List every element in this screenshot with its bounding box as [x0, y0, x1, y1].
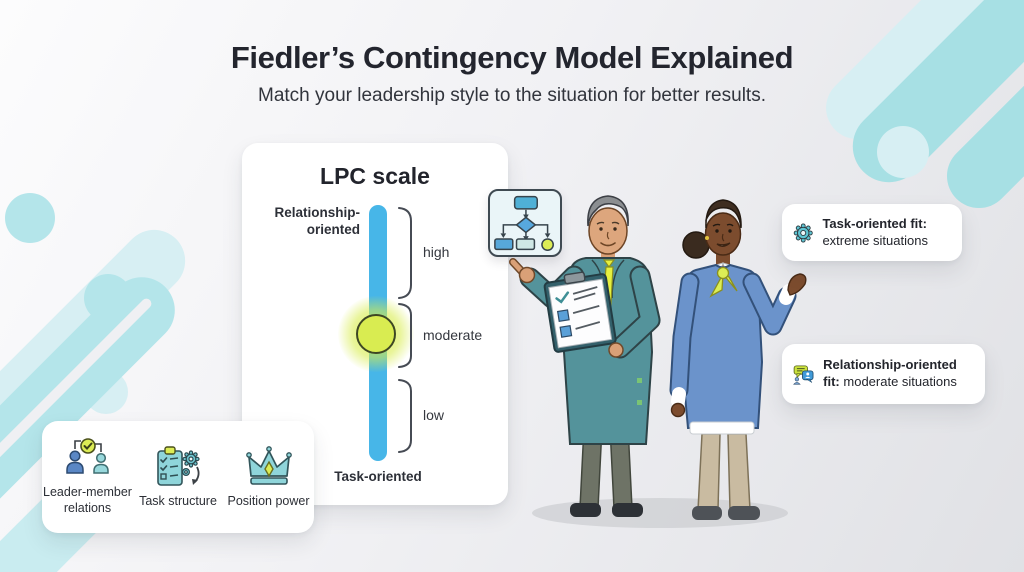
level-label-high: high	[423, 244, 450, 260]
page-title: Fiedler’s Contingency Model Explained	[230, 40, 794, 75]
task-oriented-label: Task-oriented	[334, 469, 422, 484]
flowchart-icon	[494, 195, 554, 252]
relationship-fit-text: Relationship-oriented fit: moderate situ…	[823, 357, 974, 391]
open-palm-hand	[787, 273, 807, 296]
position-power-icon	[245, 446, 292, 485]
leader-member-icon	[65, 438, 109, 475]
flowchart-card	[488, 189, 562, 257]
task-fit-detail: extreme situations	[822, 232, 928, 248]
factor-position-power: Position power	[224, 444, 314, 510]
situational-factors-card: Leader-member relations	[42, 421, 314, 533]
task-fit-bold: Task-oriented fit:	[822, 215, 927, 231]
factor-label: Task structure	[139, 494, 217, 509]
level-label-low: low	[423, 407, 445, 423]
relationship-oriented-label: Relationship-oriented	[274, 205, 360, 237]
relationship-fit-callout: Relationship-oriented fit: moderate situ…	[782, 344, 985, 404]
page-subtitle: Match your leadership style to the situa…	[258, 85, 766, 106]
pointing-hand	[509, 258, 536, 284]
task-fit-callout: Task-oriented fit: extreme situations	[782, 204, 962, 261]
factor-label: Leader-member relations	[43, 485, 132, 515]
level-brackets	[398, 207, 412, 453]
task-fit-text: Task-oriented fit: extreme situations	[822, 216, 951, 250]
woman-gesturing	[669, 199, 807, 520]
factor-label: Position power	[227, 494, 310, 509]
relationship-fit-bold: Relationship-oriented fit:	[823, 357, 957, 389]
man-with-clipboard	[509, 195, 661, 517]
level-label-moderate: moderate	[423, 327, 483, 343]
lpc-card-title: LPC scale	[320, 163, 430, 189]
presenters-illustration	[509, 195, 807, 528]
factor-leader-member: Leader-member relations	[43, 437, 133, 516]
lpc-slider-knob	[356, 314, 396, 354]
gear-icon	[793, 223, 813, 242]
clipboard	[543, 271, 617, 353]
header: Fiedler’s Contingency Model Explained Ma…	[0, 40, 1024, 107]
chat-people-icon	[793, 364, 814, 385]
relationship-fit-detail: moderate situations	[843, 374, 957, 389]
task-structure-icon	[157, 446, 200, 486]
factor-task-structure: Task structure	[133, 444, 223, 510]
